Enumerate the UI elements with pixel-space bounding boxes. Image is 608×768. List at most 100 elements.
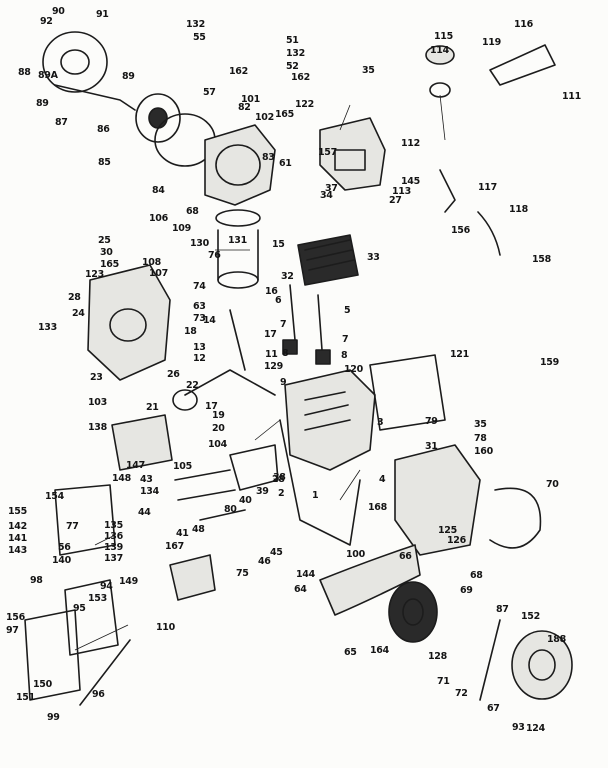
- part-label: 150: [33, 679, 52, 690]
- part-label: 139: [104, 542, 123, 553]
- part-label: 95: [73, 603, 86, 614]
- part-label: 44: [138, 507, 151, 518]
- part-label: 115: [434, 31, 453, 42]
- part-label: 72: [455, 688, 468, 699]
- part-label: 123: [85, 269, 104, 280]
- part-label: 18: [184, 326, 197, 337]
- part-label: 16: [265, 286, 278, 297]
- part-label: 17: [205, 401, 218, 412]
- air-cleaner: [425, 44, 556, 98]
- cable: [79, 639, 131, 706]
- part-label: 68: [470, 570, 483, 581]
- part-label: 99: [47, 712, 60, 723]
- starter-pulley: [135, 93, 181, 143]
- chute-deflector: [319, 544, 421, 616]
- blower-housing: [204, 124, 276, 206]
- part-label: 143: [8, 545, 27, 556]
- part-label: 9: [280, 377, 287, 388]
- part-label: 104: [208, 439, 227, 450]
- part-label: 129: [264, 361, 283, 372]
- part-label: 98: [30, 575, 43, 586]
- part-label: 78: [474, 433, 487, 444]
- part-label: 165: [275, 109, 294, 120]
- part-label: 80: [224, 504, 237, 515]
- part-label: 112: [401, 138, 420, 149]
- muffler: [111, 414, 173, 471]
- control-panel: [24, 484, 119, 701]
- part-label: 2: [278, 488, 285, 499]
- wheel: [388, 581, 438, 643]
- part-label: 48: [192, 524, 205, 535]
- lower-carburetor: [169, 444, 279, 601]
- part-label: 14: [203, 315, 216, 326]
- part-label: 88: [18, 67, 31, 78]
- part-label: 85: [98, 157, 111, 168]
- part-label: 7: [342, 334, 349, 345]
- part-label: 188: [547, 634, 566, 645]
- crankcase-cover: [87, 264, 171, 381]
- part-label: 84: [152, 185, 165, 196]
- part-label: 69: [460, 585, 473, 596]
- part-label: 131: [228, 235, 247, 246]
- part-label: 86: [97, 124, 110, 135]
- part-label: 118: [509, 204, 528, 215]
- part-label: 23: [90, 372, 103, 383]
- part-label: 100: [346, 549, 365, 560]
- part-label: 8: [341, 350, 348, 361]
- part-label: 82: [238, 102, 251, 113]
- part-label: 128: [428, 651, 447, 662]
- part-label: 13: [193, 342, 206, 353]
- side-shield: [489, 487, 542, 549]
- recoil-starter-bottom: [479, 619, 573, 701]
- part-label: 135: [104, 520, 123, 531]
- part-label: 51: [286, 35, 299, 46]
- part-label: 63: [193, 301, 206, 312]
- part-label: 165: [100, 259, 119, 270]
- part-label: 93: [512, 722, 525, 733]
- part-label: 26: [167, 369, 180, 380]
- part-label: 6: [275, 295, 282, 306]
- crankshaft: [172, 309, 276, 411]
- carburetor: [319, 117, 386, 191]
- part-label: 130: [190, 238, 209, 249]
- part-label: 20: [212, 423, 225, 434]
- part-label: 12: [193, 353, 206, 364]
- part-label: 73: [193, 313, 206, 324]
- part-label: 155: [8, 506, 27, 517]
- part-label: 65: [344, 647, 357, 658]
- part-label: 120: [344, 364, 363, 375]
- part-label: 43: [140, 474, 153, 485]
- part-label: 116: [514, 19, 533, 30]
- part-label: 87: [55, 117, 68, 128]
- part-label: 97: [6, 625, 19, 636]
- part-label: 167: [165, 541, 184, 552]
- part-label: 66: [399, 551, 412, 562]
- part-label: 71: [437, 676, 450, 687]
- part-label: 79: [425, 416, 438, 427]
- part-label: 132: [186, 19, 205, 30]
- part-label: 94: [100, 581, 113, 592]
- part-label: 168: [368, 502, 387, 513]
- part-label: 148: [112, 473, 131, 484]
- part-label: 122: [295, 99, 314, 110]
- part-label: 107: [149, 268, 168, 279]
- part-label: 70: [546, 479, 559, 490]
- part-label: 164: [370, 645, 389, 656]
- part-label: 147: [126, 460, 145, 471]
- part-label: 55: [193, 32, 206, 43]
- part-label: 90: [52, 6, 65, 17]
- part-label: 57: [203, 87, 216, 98]
- part-label: 22: [186, 380, 199, 391]
- part-label: 162: [229, 66, 248, 77]
- part-label: 1: [312, 490, 319, 501]
- part-label: 15: [272, 239, 285, 250]
- part-label: 3: [377, 417, 384, 428]
- part-label: 103: [88, 397, 107, 408]
- part-label: 45: [270, 547, 283, 558]
- part-label: 8: [282, 348, 289, 359]
- part-label: 41: [176, 528, 189, 539]
- cylinder-sleeve: [215, 209, 261, 289]
- part-label: 61: [279, 158, 292, 169]
